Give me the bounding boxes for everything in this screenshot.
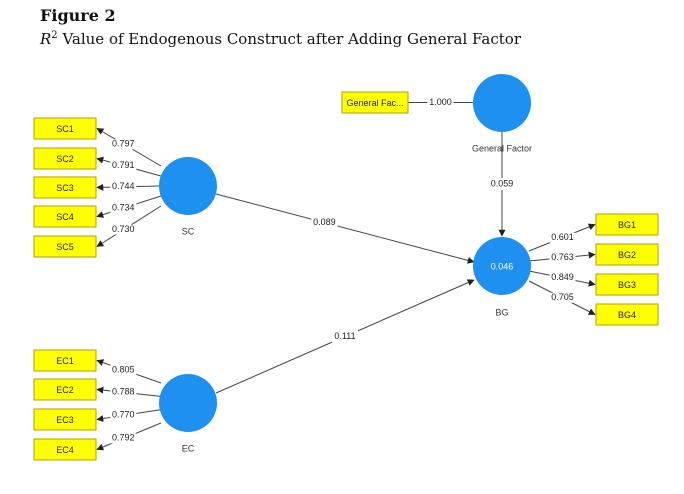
loading-label-bg <box>110 387 137 398</box>
figure-title: R2 Value of Endogenous Construct after A… <box>40 26 521 49</box>
r-squared-value: 0.046 <box>491 261 514 271</box>
path-coefficient-gf-bg: 0.059 <box>491 178 514 188</box>
loading-value-bg1: 0.601 <box>551 232 574 242</box>
path-label-bg <box>311 216 338 229</box>
construct-circle-ec <box>159 374 217 432</box>
loading-value-ec3: 0.770 <box>112 410 135 420</box>
loading-label-bg <box>110 364 137 375</box>
loading-label-bg <box>549 232 576 243</box>
loading-value-sc4: 0.734 <box>112 202 135 212</box>
indicator-box-bg4 <box>595 303 659 326</box>
loading-label-bg <box>549 272 576 283</box>
loading-value-bg2: 0.763 <box>551 252 574 262</box>
indicator-box-sc5 <box>33 235 97 258</box>
loading-value-sc3: 0.744 <box>112 181 135 191</box>
indicator-box-bg2 <box>595 243 659 266</box>
construct-label-bg: BG <box>495 307 508 317</box>
path-label-bg <box>332 330 358 343</box>
indicator-label: EC4 <box>56 445 74 455</box>
loading-value-ec1: 0.805 <box>112 364 135 374</box>
indicator-box-sc3 <box>33 176 97 199</box>
indicator-label: General Fac... <box>346 98 403 108</box>
indicator-box-ec3 <box>33 408 97 431</box>
loading-label-bg <box>110 139 137 150</box>
indicator-label: EC3 <box>56 415 74 425</box>
indicator-box-ec4 <box>33 438 97 461</box>
indicator-label: BG2 <box>618 250 636 260</box>
loading-value-bg3: 0.849 <box>551 272 574 282</box>
indicator-label: SC1 <box>56 124 74 134</box>
indicator-label: SC5 <box>56 242 74 252</box>
title-superscript: 2 <box>51 30 58 41</box>
loading-label-bg <box>110 181 137 192</box>
indicator-label: EC2 <box>56 385 74 395</box>
figure-label: Figure 2 <box>40 6 116 25</box>
indicator-box-ec2 <box>33 378 97 401</box>
path-coefficient-sc-bg: 0.089 <box>313 217 336 227</box>
loading-value-bg4: 0.705 <box>551 292 574 302</box>
path-arrow-sc-bg <box>215 193 475 264</box>
indicator-label: SC2 <box>56 154 74 164</box>
indicator-box-generalfac <box>341 91 409 114</box>
indicator-box-sc4 <box>33 205 97 228</box>
construct-label-gf: General Factor <box>472 143 532 153</box>
loading-label-bg <box>110 224 137 235</box>
indicator-label: SC4 <box>56 212 74 222</box>
loading-value-general-factor: 1.000 <box>429 97 452 107</box>
indicator-label: BG3 <box>618 280 636 290</box>
construct-label-sc: SC <box>182 226 195 236</box>
title-symbol: R <box>40 30 52 48</box>
loading-label-bg <box>110 433 137 444</box>
loading-label-bg <box>110 160 137 171</box>
construct-circle-sc <box>159 157 217 215</box>
indicator-box-sc2 <box>33 147 97 170</box>
loading-value-ec2: 0.788 <box>112 387 135 397</box>
construct-label-ec: EC <box>182 443 195 453</box>
path-coefficient-ec-bg: 0.111 <box>334 331 355 341</box>
loading-value-sc5: 0.730 <box>112 224 135 234</box>
indicator-box-bg3 <box>595 273 659 296</box>
construct-circle-gf <box>473 74 531 132</box>
indicator-box-bg1 <box>595 213 659 236</box>
indicator-label: EC1 <box>56 356 74 366</box>
loading-label-bg <box>549 292 576 303</box>
indicator-label: BG1 <box>618 220 636 230</box>
loading-value-sc2: 0.791 <box>112 160 135 170</box>
construct-circle-bg <box>473 237 531 295</box>
indicator-box-sc1 <box>33 117 97 140</box>
loading-label-bg <box>110 202 137 213</box>
indicator-box-ec1 <box>33 349 97 372</box>
title-text: Value of Endogenous Construct after Addi… <box>57 30 521 48</box>
loading-value-sc1: 0.797 <box>112 139 135 149</box>
figure-caption: Figure 2 R2 Value of Endogenous Construc… <box>40 6 521 49</box>
path-label-bg <box>489 178 515 190</box>
loading-label-bg <box>110 410 137 421</box>
loading-value-ec4: 0.792 <box>112 433 135 443</box>
loading-label-bg <box>427 97 454 108</box>
loading-label-bg <box>549 252 576 263</box>
indicator-label: SC3 <box>56 183 74 193</box>
indicator-label: BG4 <box>618 310 636 320</box>
